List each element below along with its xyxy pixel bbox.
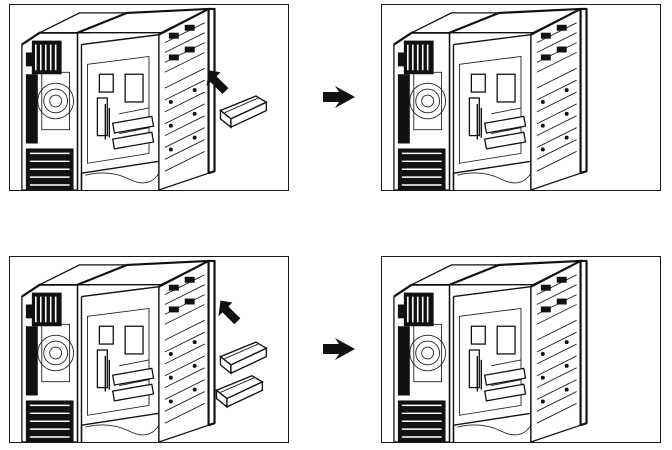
pc-case: [392, 259, 588, 442]
pc-case: [392, 7, 588, 190]
step2-panel: [381, 4, 661, 191]
ssd-drive: [219, 95, 268, 128]
pc-case: [20, 259, 216, 442]
right-arrow-icon: [323, 86, 355, 108]
step3-panel: [9, 256, 289, 443]
up-left-arrow-icon: [206, 70, 229, 95]
step1-panel: [9, 4, 289, 191]
ssd-drive: [215, 375, 264, 408]
up-left-arrow-icon: [218, 300, 241, 325]
right-arrow-icon: [323, 338, 355, 360]
ssd-drive: [219, 341, 268, 374]
step4-panel: [381, 256, 661, 443]
pc-case: [20, 7, 216, 190]
